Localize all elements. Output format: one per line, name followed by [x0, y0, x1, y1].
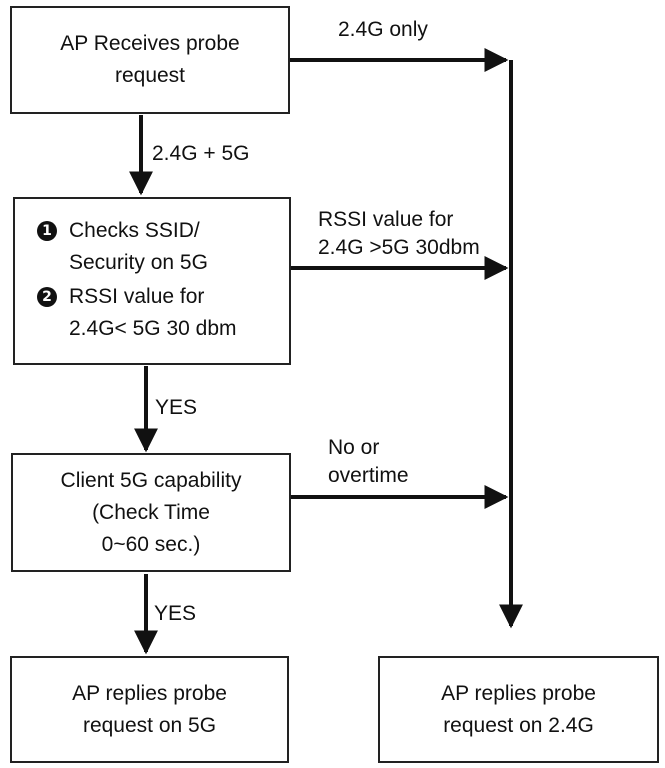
- edge-label-nocap-line-2: overtime: [328, 464, 409, 487]
- node-reply-5g-line-1: AP replies probe: [72, 681, 227, 705]
- node-client-capability: Client 5G capability (Check Time 0~60 se…: [11, 453, 291, 572]
- edge-label-nocap-line-1: No or: [328, 436, 380, 459]
- node-reply-5g: AP replies probe request on 5G: [10, 656, 289, 763]
- node-receive-probe: AP Receives probe request: [10, 6, 290, 114]
- node-reply-24g-line-1: AP replies probe: [441, 681, 596, 705]
- node-reply-24g-line-2: request on 2.4G: [443, 713, 594, 737]
- node-reply-24g: AP replies probe request on 2.4G: [378, 656, 659, 763]
- node-receive-line-1: AP Receives probe: [60, 32, 240, 55]
- edge-label-rssi-line-2: 2.4G >5G 30dbm: [318, 236, 480, 259]
- node-capability-line-2: (Check Time: [92, 500, 210, 524]
- edge-label-dual-band: 2.4G + 5G: [152, 142, 250, 165]
- check-step-1-line-1: Checks SSID/: [69, 219, 200, 242]
- check-step-2: 2 RSSI value for 2.4G< 5G 30 dbm: [37, 281, 289, 345]
- node-capability-line-1: Client 5G capability: [60, 468, 242, 492]
- node-reply-5g-line-2: request on 5G: [82, 713, 217, 737]
- marker-2-icon: 2: [37, 287, 57, 307]
- check-step-1-line-2: Security on 5G: [69, 251, 208, 274]
- check-step-1: 1 Checks SSID/ Security on 5G: [37, 215, 289, 279]
- node-check: 1 Checks SSID/ Security on 5G 2 RSSI val…: [13, 197, 291, 365]
- marker-1-icon: 1: [37, 221, 57, 241]
- check-step-2-line-2: 2.4G< 5G 30 dbm: [69, 317, 237, 340]
- edge-label-only-24g: 2.4G only: [338, 18, 428, 41]
- node-receive-line-2: request: [114, 64, 186, 87]
- node-capability-line-3: 0~60 sec.): [101, 532, 201, 556]
- edge-label-yes-1: YES: [155, 396, 198, 419]
- edge-label-rssi-line-1: RSSI value for: [318, 208, 454, 231]
- edge-label-yes-2: YES: [154, 602, 197, 625]
- check-step-2-line-1: RSSI value for: [69, 285, 205, 308]
